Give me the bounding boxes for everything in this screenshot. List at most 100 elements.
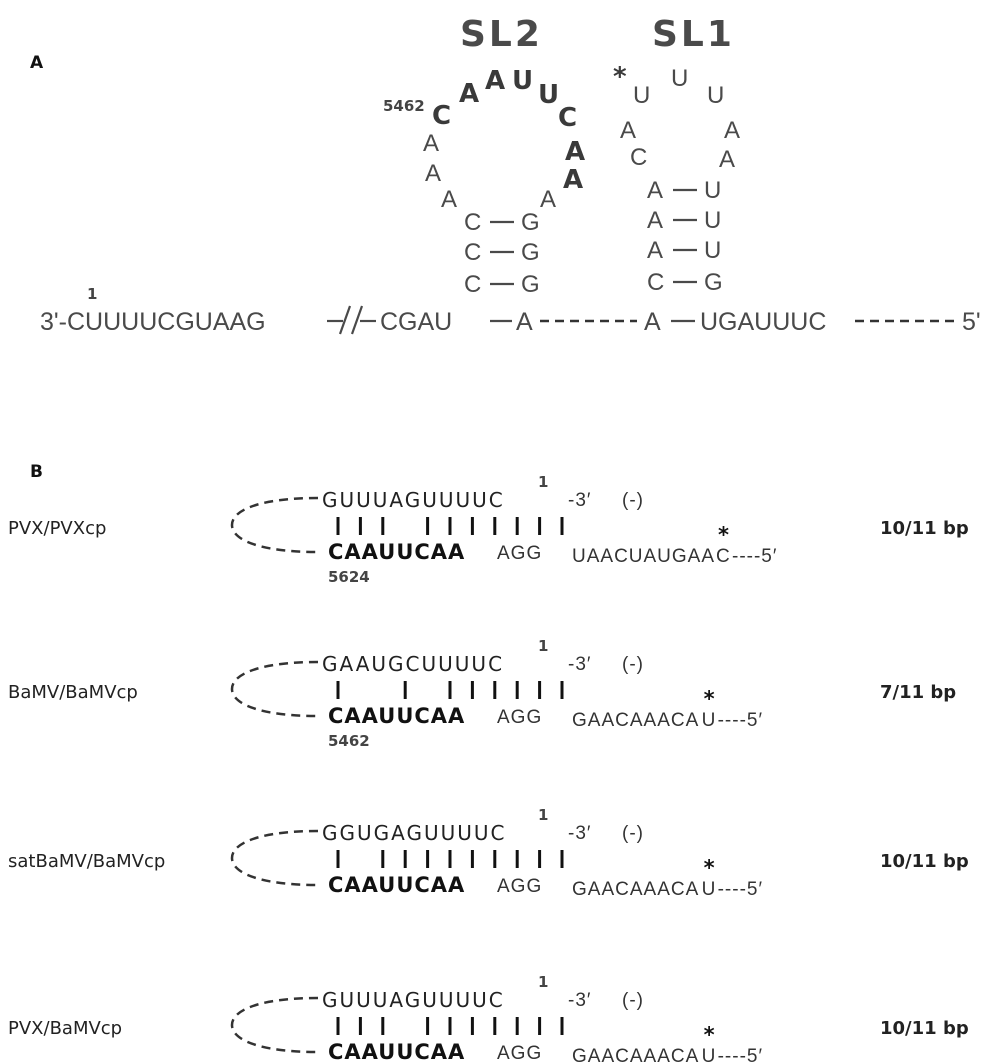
sl1-stem: A A A C U U U G bbox=[647, 177, 723, 296]
tail-sequence: GAACAAACA bbox=[572, 879, 699, 900]
bold-motif-sequence: CAAUUCAA bbox=[328, 873, 465, 897]
position-1: 1 bbox=[538, 473, 548, 491]
starred-nucleotide: C bbox=[716, 546, 731, 567]
sl2-plain-nt: A bbox=[441, 186, 457, 213]
sl2-stem: C C C G G G bbox=[464, 209, 540, 298]
minus-strand-label: (-) bbox=[622, 823, 644, 844]
sl2-bold-nt: C bbox=[558, 103, 577, 133]
agg-sequence: AGG bbox=[497, 543, 542, 564]
asterisk-icon: * bbox=[704, 687, 716, 711]
sl2-stem-right-nt: G bbox=[521, 239, 540, 266]
sl1-stem-left-nt: A bbox=[647, 237, 663, 264]
sl1-loop: * U U U A A A C bbox=[613, 62, 740, 173]
loop-connector bbox=[230, 829, 319, 887]
tail-sequence: GAACAAACA bbox=[572, 710, 699, 731]
position-5462: 5462 bbox=[383, 97, 425, 115]
tail-5prime-end: ----5′ bbox=[718, 879, 763, 900]
agg-sequence: AGG bbox=[497, 1043, 542, 1062]
top-3prime-end: -3′ bbox=[568, 990, 591, 1011]
sl2-stem-right-nt: G bbox=[521, 209, 540, 236]
tail-sequence: GAACAAACA bbox=[572, 1046, 699, 1062]
minus-strand-label: (-) bbox=[622, 654, 644, 675]
asterisk-icon: * bbox=[613, 62, 627, 92]
sl2-stem-left-nt: C bbox=[464, 209, 481, 236]
base-pair-count: 10/11 bp bbox=[880, 1018, 969, 1039]
tail-5prime-end: ----5′ bbox=[718, 710, 763, 731]
strand-nt: A bbox=[644, 308, 661, 336]
asterisk-icon: * bbox=[704, 856, 716, 880]
sl1-stem-right-nt: U bbox=[704, 207, 721, 234]
sl1-title: SL1 bbox=[652, 14, 735, 55]
strand-5prime-end: 5' bbox=[962, 308, 981, 336]
sl2-plain-nt: A bbox=[425, 160, 441, 187]
asterisk-icon: * bbox=[718, 523, 730, 547]
strand-3prime-segment: 3'-CUUUUCGUAAG bbox=[40, 308, 266, 336]
strand-nt: A bbox=[516, 308, 533, 336]
sl2-bold-nt: A bbox=[565, 137, 585, 167]
sl2-plain-nt: A bbox=[423, 130, 439, 157]
row-label: BaMV/BaMVcp bbox=[8, 682, 138, 703]
sl1-stem-right-nt: U bbox=[704, 237, 721, 264]
position-1: 1 bbox=[87, 285, 97, 303]
sl1-stem-left-nt: C bbox=[647, 269, 664, 296]
starred-nucleotide: U bbox=[702, 1046, 717, 1062]
starred-nucleotide: U bbox=[702, 710, 717, 731]
sl2-bold-nt: U bbox=[538, 80, 559, 110]
sl2-bold-nt: A bbox=[485, 66, 505, 96]
strand-mid-segment: CGAU bbox=[380, 308, 452, 336]
sl1-stem-right-nt: U bbox=[704, 177, 721, 204]
bold-motif-sequence: CAAUUCAA bbox=[328, 1040, 465, 1062]
row-label: PVX/BaMVcp bbox=[8, 1018, 122, 1039]
minus-strand-label: (-) bbox=[622, 990, 644, 1011]
sl1-loop-nt: U bbox=[707, 82, 724, 109]
sl2-loop-plain: A A A A bbox=[423, 130, 556, 213]
base-pair-count: 10/11 bp bbox=[880, 518, 969, 539]
sl1-loop-nt: C bbox=[630, 144, 647, 171]
loop-connector bbox=[230, 496, 319, 554]
top-sequence: GAAUGCUUUUC bbox=[322, 652, 504, 676]
break-slash bbox=[350, 305, 364, 335]
sl2-title: SL2 bbox=[460, 14, 543, 55]
sl2-bold-nt: U bbox=[512, 66, 533, 96]
sl1-stem-right-nt: G bbox=[704, 269, 723, 296]
sl1-loop-nt: A bbox=[620, 117, 636, 144]
panel-a-strand: 1 3'-CUUUUCGUAAG CGAU A A UGAUUUC 5' bbox=[40, 285, 981, 336]
base-pair-count: 10/11 bp bbox=[880, 851, 969, 872]
starred-nucleotide: U bbox=[702, 879, 717, 900]
bold-motif-sequence: CAAUUCAA bbox=[328, 704, 465, 728]
sl2-loop-bold: C A A U U C A A bbox=[432, 66, 585, 195]
loop-connector bbox=[230, 660, 319, 718]
panel-a-label: A bbox=[30, 53, 44, 73]
sl1-stem-left-nt: A bbox=[647, 207, 663, 234]
sl1-loop-nt: U bbox=[671, 65, 688, 92]
sl1-loop-nt: U bbox=[633, 82, 650, 109]
row-label: PVX/PVXcp bbox=[8, 518, 106, 539]
asterisk-icon: * bbox=[704, 1023, 716, 1047]
sl2-bold-nt: C bbox=[432, 101, 451, 131]
top-sequence: GUUUAGUUUUC bbox=[322, 488, 505, 512]
bottom-position: 5462 bbox=[328, 732, 370, 750]
position-1: 1 bbox=[538, 806, 548, 824]
top-sequence: GUUUAGUUUUC bbox=[322, 988, 505, 1012]
minus-strand-label: (-) bbox=[622, 490, 644, 511]
sl2-bold-nt: A bbox=[563, 165, 583, 195]
row-label: satBaMV/BaMVcp bbox=[8, 851, 165, 872]
agg-sequence: AGG bbox=[497, 707, 542, 728]
sl2-stem-left-nt: C bbox=[464, 271, 481, 298]
bold-motif-sequence: CAAUUCAA bbox=[328, 540, 465, 564]
top-sequence: GGUGAGUUUUC bbox=[322, 821, 506, 845]
top-3prime-end: -3′ bbox=[568, 490, 591, 511]
sl1-loop-nt: A bbox=[724, 117, 740, 144]
sl1-stem-left-nt: A bbox=[647, 177, 663, 204]
top-3prime-end: -3′ bbox=[568, 823, 591, 844]
position-1: 1 bbox=[538, 637, 548, 655]
agg-sequence: AGG bbox=[497, 876, 542, 897]
sl2-stem-left-nt: C bbox=[464, 239, 481, 266]
sl2-stem-right-nt: G bbox=[521, 271, 540, 298]
bottom-position: 5624 bbox=[328, 568, 370, 586]
tail-5prime-end: ----5′ bbox=[732, 546, 777, 567]
tail-5prime-end: ----5′ bbox=[718, 1046, 763, 1062]
sl2-bold-nt: A bbox=[459, 79, 479, 109]
